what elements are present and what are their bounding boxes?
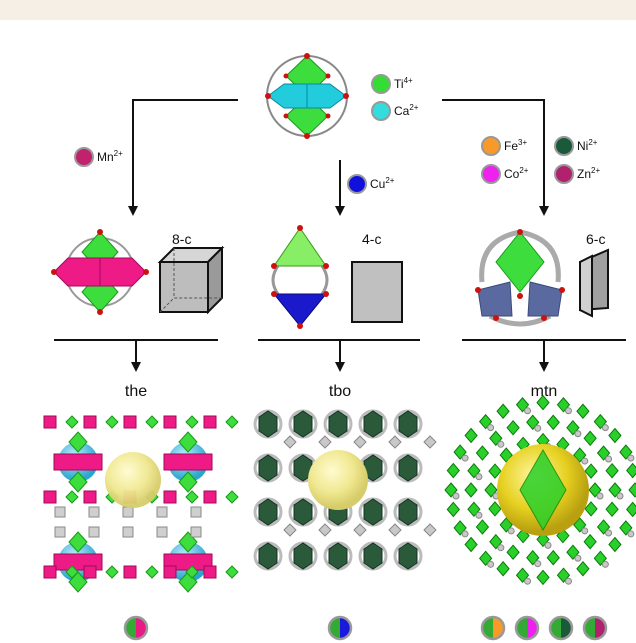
svg-text:Ca2+: Ca2+	[394, 103, 419, 118]
metal-composition-pies	[123, 615, 608, 641]
svg-text:Ti4+: Ti4+	[394, 76, 413, 91]
svg-text:Zn2+: Zn2+	[577, 166, 600, 181]
ion-fe: Fe3+	[481, 136, 527, 156]
ion-zn: Zn2+	[554, 164, 600, 184]
sbu-right-6c	[475, 229, 565, 327]
ca-ion-dot	[371, 101, 391, 121]
header-band	[0, 0, 636, 20]
ion-co: Co2+	[481, 164, 529, 184]
ion-ni: Ni2+	[554, 136, 598, 156]
connectivity-label: 8-c	[172, 231, 191, 247]
metal-pie-tbo	[327, 615, 353, 641]
metal-pie-the	[123, 615, 149, 641]
metal-pie-mtn-3	[582, 615, 608, 641]
legend-ca: Ca2+	[371, 101, 419, 121]
separators	[54, 339, 626, 364]
pore-sphere	[105, 452, 161, 508]
topology-label-the: the	[125, 383, 147, 400]
cube-icon	[157, 245, 225, 315]
svg-text:Fe3+: Fe3+	[504, 138, 527, 153]
topology-label-tbo: tbo	[329, 383, 351, 400]
ion-cu: Cu2+	[347, 174, 395, 194]
framework-tbo	[253, 409, 437, 571]
svg-text:Cu2+: Cu2+	[370, 176, 395, 191]
svg-text:Ni2+: Ni2+	[577, 138, 598, 153]
rectangle-icon	[351, 261, 403, 323]
connectivity-label: 6-c	[586, 231, 605, 247]
connectivity-label: 4-c	[362, 231, 381, 247]
ti-ion-dot	[371, 74, 391, 94]
down-arrows	[131, 362, 549, 372]
legend-ti: Ti4+	[371, 74, 413, 94]
prism-icon	[579, 248, 609, 318]
metal-pie-mtn-0	[480, 615, 506, 641]
topology-label-mtn: mtn	[531, 383, 558, 400]
metal-pie-mtn-2	[548, 615, 574, 641]
svg-text:Co2+: Co2+	[504, 166, 529, 181]
branch-connectors	[128, 99, 549, 216]
sbu-middle-4c	[271, 225, 329, 329]
svg-text:Mn2+: Mn2+	[97, 149, 123, 164]
metal-pie-mtn-1	[514, 615, 540, 641]
pore-sphere	[308, 450, 368, 510]
ion-mn: Mn2+	[74, 147, 123, 167]
framework-mtn	[444, 394, 636, 586]
sbu-left-8c	[51, 229, 149, 315]
top-cluster	[265, 53, 349, 139]
framework-the	[43, 415, 239, 593]
